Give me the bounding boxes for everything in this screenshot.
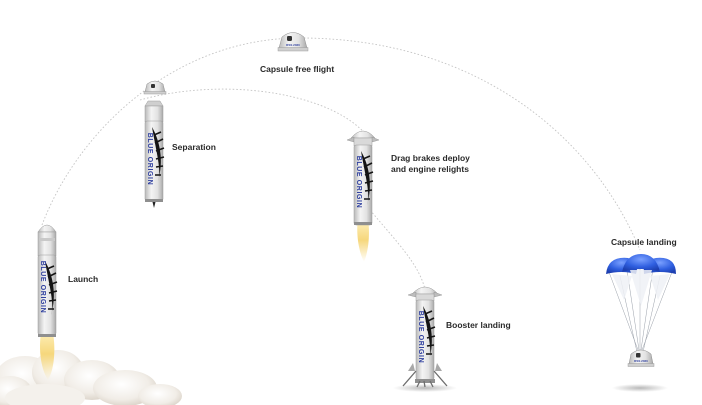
detached-capsule-icon [143,80,167,95]
label-drag-brakes-line2: and engine relights [391,164,469,174]
label-capsule-landing: Capsule landing [611,237,677,247]
label-drag-brakes-line1: Drag brakes deploy [391,153,470,163]
brand-wordmark: BLUE ORIGIN [355,156,362,209]
capsule-mark: RSS 2020 [634,359,648,363]
relight-flame [357,218,369,262]
capsule-shadow [612,384,668,392]
launch-flame [40,328,55,380]
brand-wordmark: BLUE ORIGIN [417,311,424,364]
separation-booster-icon: BLUE ORIGIN [144,100,165,208]
landing-gear [402,370,448,388]
exhaust-cloud [0,350,182,405]
label-launch: Launch [68,274,98,284]
drag-brake-booster-icon: BLUE ORIGIN [346,130,380,226]
label-capsule-free-flight: Capsule free flight [260,64,334,74]
free-flight-capsule-icon: RSS 2020 [277,32,309,52]
label-booster-landing: Booster landing [446,320,511,330]
label-separation: Separation [172,142,216,152]
booster-shadow [393,384,457,392]
capsule-trajectory [41,37,641,251]
booster-trajectory [139,88,371,141]
capsule-mark: RSS 2020 [286,43,300,47]
brand-wordmark: BLUE ORIGIN [39,261,46,314]
parachute-canopy-center [622,254,660,272]
brand-wordmark: BLUE ORIGIN [146,133,153,186]
landed-booster-icon: BLUE ORIGIN [402,286,448,388]
launch-rocket-icon: BLUE ORIGIN [37,224,58,337]
landed-capsule-icon: RSS 2020 [627,349,655,367]
parachute-capsule-icon: RSS 2020 [606,254,676,392]
booster-descent-path [369,209,426,291]
